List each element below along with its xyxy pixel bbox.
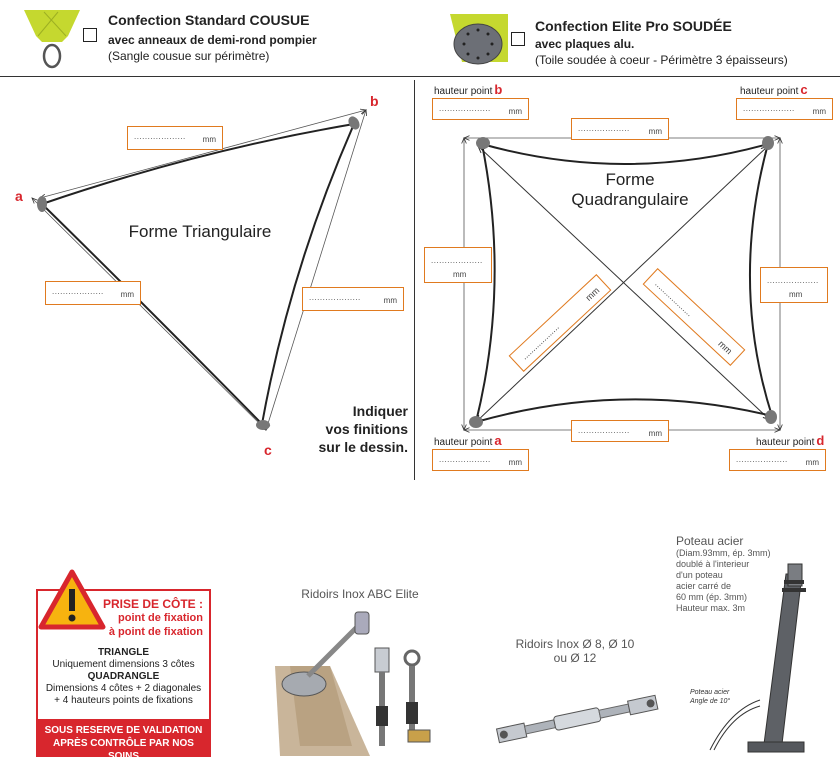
quad-corner-b-plate <box>476 137 490 149</box>
triangle-side-ca-field[interactable]: ...................mm <box>45 281 141 305</box>
abc-elite-image <box>275 611 431 756</box>
inox-turnbuckle-image <box>495 694 659 744</box>
warning-triangle-icon <box>38 569 106 630</box>
welded-plate-icon <box>450 14 508 65</box>
header-divider <box>0 76 840 77</box>
quad-corner-a-plate <box>469 416 483 428</box>
triangle-shape <box>32 110 366 430</box>
quad-side-right-field[interactable]: ...................mm <box>760 267 828 303</box>
sewn-ring-icon <box>24 10 80 69</box>
quad-corner-d-plate <box>765 410 777 424</box>
triangle-side-bc-field[interactable]: ...................mm <box>302 287 404 311</box>
standard-title: Confection Standard COUSUE <box>108 12 310 28</box>
elite-title: Confection Elite Pro SOUDÉE <box>535 18 732 34</box>
hauteur-b-field[interactable]: ...................mm <box>432 98 529 120</box>
diagram-canvas <box>0 0 840 500</box>
standard-note: (Sangle cousue sur périmètre) <box>108 49 270 63</box>
quad-side-top-field[interactable]: ...................mm <box>571 118 669 140</box>
hauteur-d-field[interactable]: ...................mm <box>729 449 826 471</box>
triangle-corner-b-plate <box>348 116 360 130</box>
hauteur-c-field[interactable]: ...................mm <box>736 98 833 120</box>
elite-checkbox[interactable] <box>511 32 525 46</box>
elite-note: (Toile soudée à coeur - Périmètre 3 épai… <box>535 53 788 67</box>
triangle-corner-c-plate <box>256 420 270 430</box>
warning-heading: PRISE DE CÔTE : point de fixation à poin… <box>102 597 203 638</box>
quad-side-bottom-field[interactable]: ...................mm <box>571 420 669 442</box>
quad-corner-c-plate <box>762 136 774 150</box>
warning-footer: SOUS RESERVE DE VALIDATION APRÈS CONTRÔL… <box>38 719 209 762</box>
triangle-corner-a-plate <box>37 196 47 212</box>
standard-checkbox[interactable] <box>83 28 97 42</box>
poteau-info: Poteau acier (Diam.93mm, ép. 3mm) doublé… <box>676 534 771 613</box>
warning-body: TRIANGLE Uniquement dimensions 3 côtes Q… <box>45 647 202 706</box>
quad-side-left-field[interactable]: ...................mm <box>424 247 492 283</box>
poteau-image <box>709 563 806 753</box>
triangle-corner-a: a <box>15 188 23 204</box>
abc-elite-caption: Ridoirs Inox ABC Elite <box>301 587 419 601</box>
elite-subtitle: avec plaques alu. <box>535 37 635 51</box>
hauteur-a-field[interactable]: ...................mm <box>432 449 529 471</box>
triangle-corner-b: b <box>370 93 379 109</box>
standard-subtitle: avec anneaux de demi-rond pompier <box>108 33 317 47</box>
triangle-side-ab-field[interactable]: ...................mm <box>127 126 223 150</box>
triangle-label: Forme Triangulaire <box>128 222 272 241</box>
triangle-corner-c: c <box>264 442 272 458</box>
vertical-divider <box>414 80 415 480</box>
